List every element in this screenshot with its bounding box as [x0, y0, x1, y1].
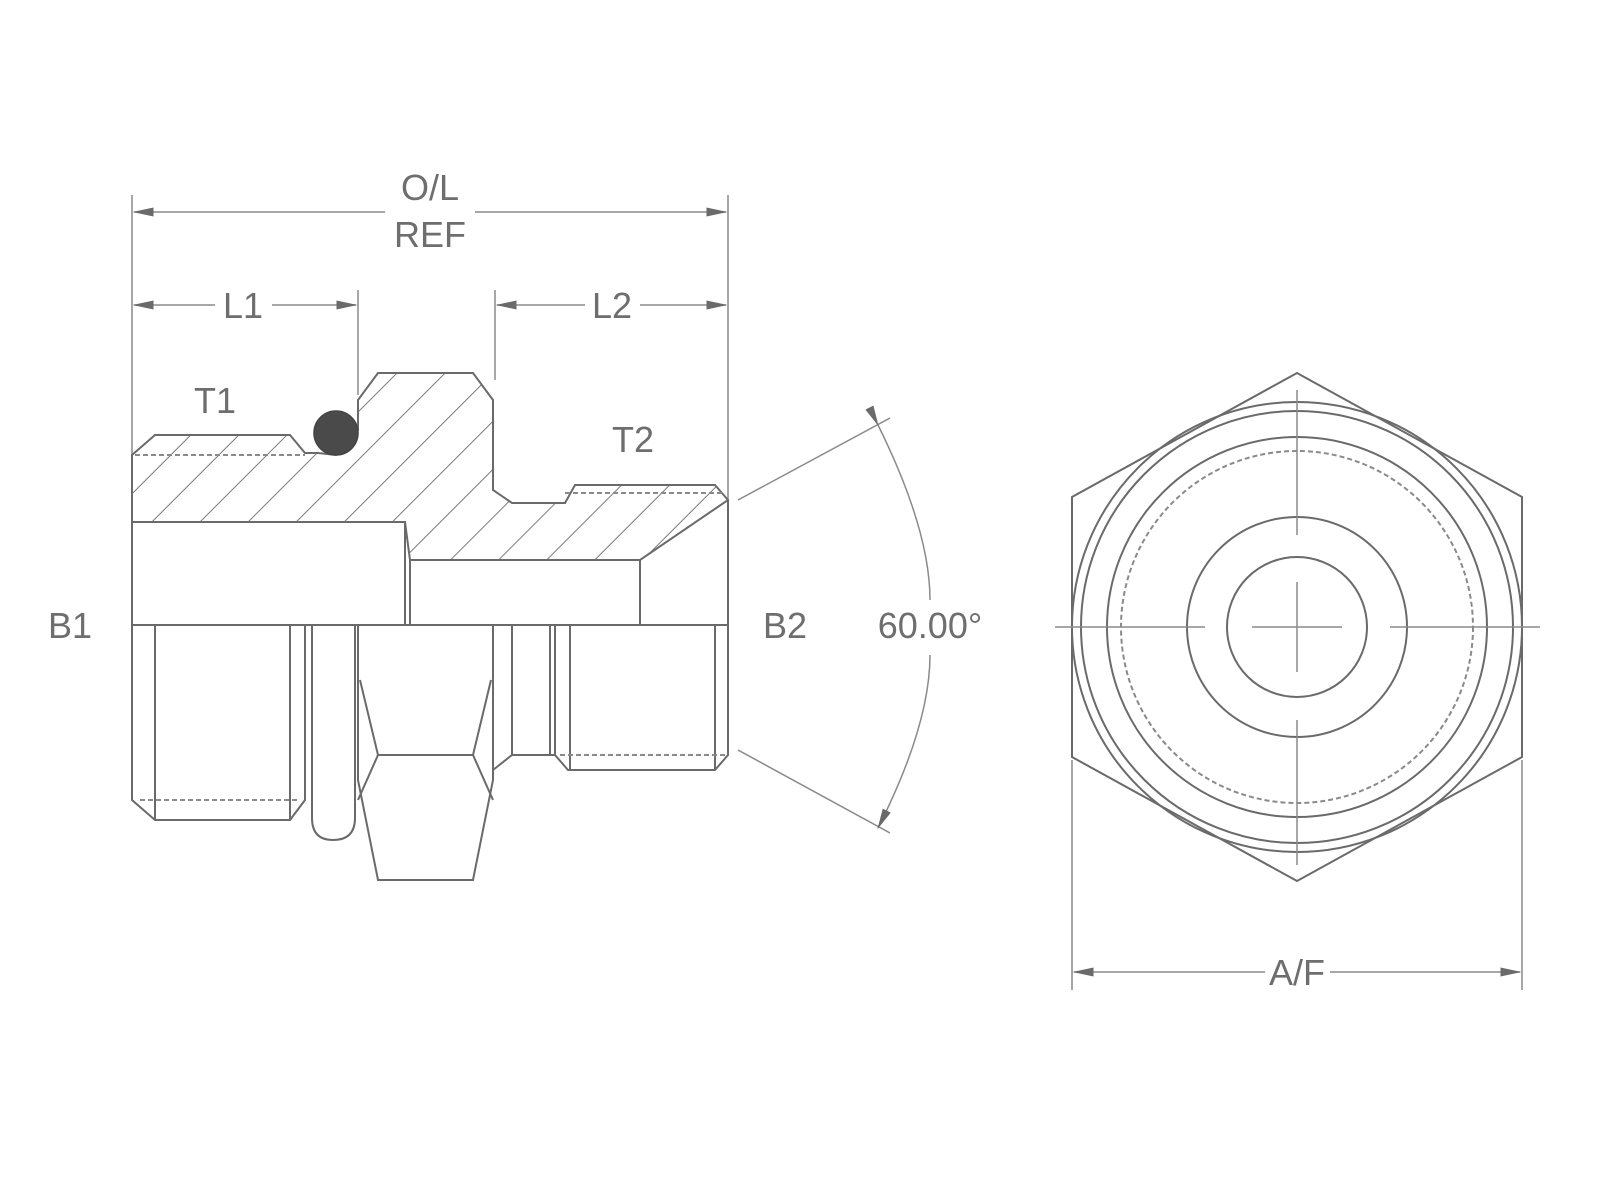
t2-label: T2 — [612, 419, 654, 460]
l2-label: L2 — [592, 285, 632, 326]
fitting-section-upper — [131, 372, 730, 626]
l2-dimension: L2 — [494, 285, 728, 380]
b1-label: B1 — [48, 605, 92, 646]
center-mark — [1055, 390, 1540, 865]
overall-length-dimension: O/L REF — [131, 167, 729, 500]
o-ring-section — [313, 410, 359, 456]
hex-outline — [1071, 371, 1523, 883]
angle-dimension: 60.00° — [737, 405, 982, 834]
b2-label: B2 — [763, 605, 807, 646]
t1-label: T1 — [194, 380, 236, 421]
angle-label: 60.00° — [878, 605, 982, 646]
end-view — [1055, 371, 1540, 883]
overall-length-ref-label: REF — [394, 214, 466, 255]
fitting-exterior-lower — [131, 625, 729, 881]
overall-length-label: O/L — [401, 167, 459, 208]
l1-label: L1 — [223, 285, 263, 326]
l1-dimension: L1 — [132, 285, 359, 395]
across-flats-label: A/F — [1269, 952, 1325, 993]
across-flats-dimension: A/F — [1071, 760, 1523, 993]
